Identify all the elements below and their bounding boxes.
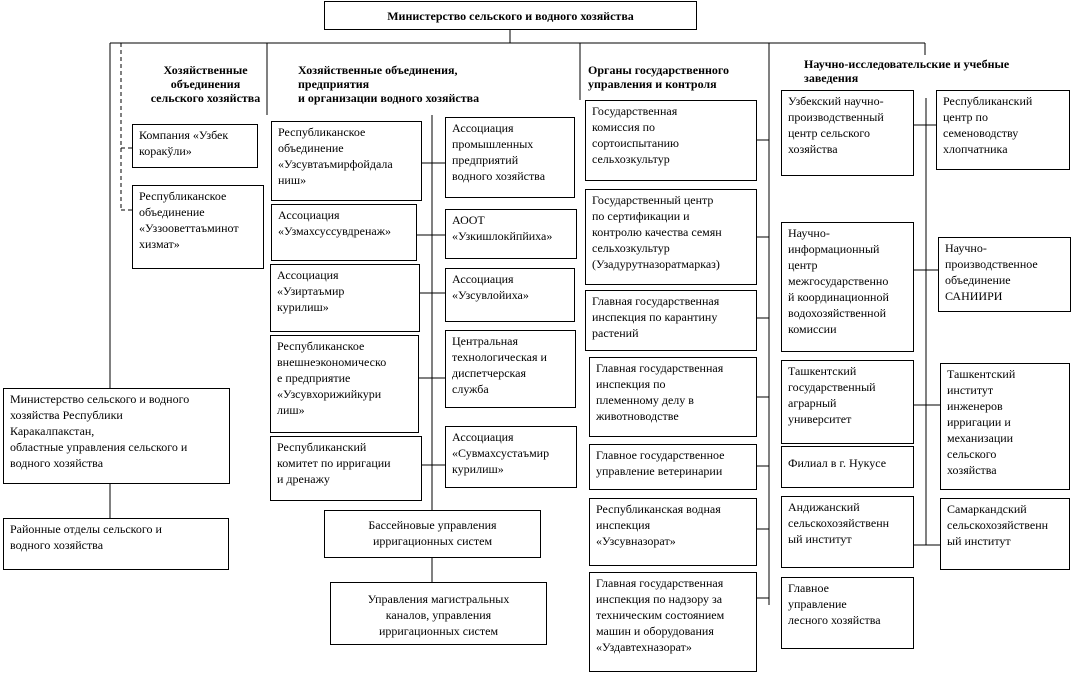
science-unit-box: Узбекский научно- производственный центр… (781, 90, 914, 176)
water-unit-box: Республиканское объединение «Узсувтаъмир… (271, 121, 422, 201)
header-agri-associations: Хозяйственные объединения сельского хозя… (150, 63, 261, 105)
water-unit-box: Республиканский комитет по ирригации и д… (270, 436, 422, 501)
water-unit-box: Республиканское внешнеэкономическо е пре… (270, 335, 419, 433)
water-unit-box: АООТ «Узкишлокйпйиха» (445, 209, 577, 259)
water-unit-box: Центральная технологическая и диспетчерс… (445, 330, 576, 408)
header-science-institutions: Научно-исследовательские и учебные завед… (804, 57, 1010, 85)
water-unit-box: Ассоциация промышленных предприятий водн… (445, 117, 575, 198)
district-departments-box: Районные отделы сельского и водного хозя… (3, 518, 229, 570)
header-water-associations: Хозяйственные объединения, предприятия и… (298, 63, 480, 105)
gov-unit-box: Главная государственная инспекция по кар… (585, 290, 757, 351)
gov-unit-box: Республиканская водная инспекция «Узсувн… (589, 498, 757, 566)
science-unit-box: Республиканский центр по семеноводству х… (936, 90, 1070, 170)
science-unit-box: Научно- производственное объединение САН… (938, 237, 1071, 312)
agri-unit-box: Республиканское объединение «Уззооветтаъ… (132, 185, 264, 269)
gov-unit-box: Главное государственное управление ветер… (589, 444, 757, 490)
gov-unit-box: Главная государственная инспекция по пле… (589, 357, 757, 437)
gov-unit-box: Главная государственная инспекция по над… (589, 572, 757, 672)
regional-ministry-box: Министерство сельского и водного хозяйст… (3, 388, 230, 484)
science-unit-box: Филиал в г. Нукусе (781, 446, 914, 488)
science-unit-box: Ташкентский институт инженеров ирригации… (940, 363, 1070, 490)
science-unit-box: Ташкентский государственный аграрный уни… (781, 360, 914, 444)
water-unit-box: Ассоциация «Сувмахсустаъмир курилиш» (445, 426, 577, 488)
canal-administration-box: Управления магистральных каналов, управл… (330, 582, 547, 645)
basin-administration-box: Бассейновые управления ирригационных сис… (324, 510, 541, 558)
gov-unit-box: Государственный центр по сертификации и … (585, 189, 757, 285)
science-unit-box: Андижанский сельскохозяйственн ый инстит… (781, 496, 914, 568)
water-unit-box: Ассоциация «Узмахсуссувдренаж» (271, 204, 417, 261)
ministry-root-box: Министерство сельского и водного хозяйст… (324, 1, 697, 30)
gov-unit-box: Государственная комиссия по сортоиспытан… (585, 100, 757, 181)
science-unit-box: Научно- информационный центр межгосударс… (781, 222, 914, 352)
agri-unit-box: Компания «Узбек коракўли» (132, 124, 258, 168)
water-unit-box: Ассоциация «Узсувлойиха» (445, 268, 575, 322)
water-unit-box: Ассоциация «Узиртаъмир курилиш» (270, 264, 420, 332)
science-unit-box: Самаркандский сельскохозяйственн ый инст… (940, 498, 1070, 570)
header-gov-bodies: Органы государственного управления и кон… (588, 63, 730, 91)
science-unit-box: Главное управление лесного хозяйства (781, 577, 914, 649)
